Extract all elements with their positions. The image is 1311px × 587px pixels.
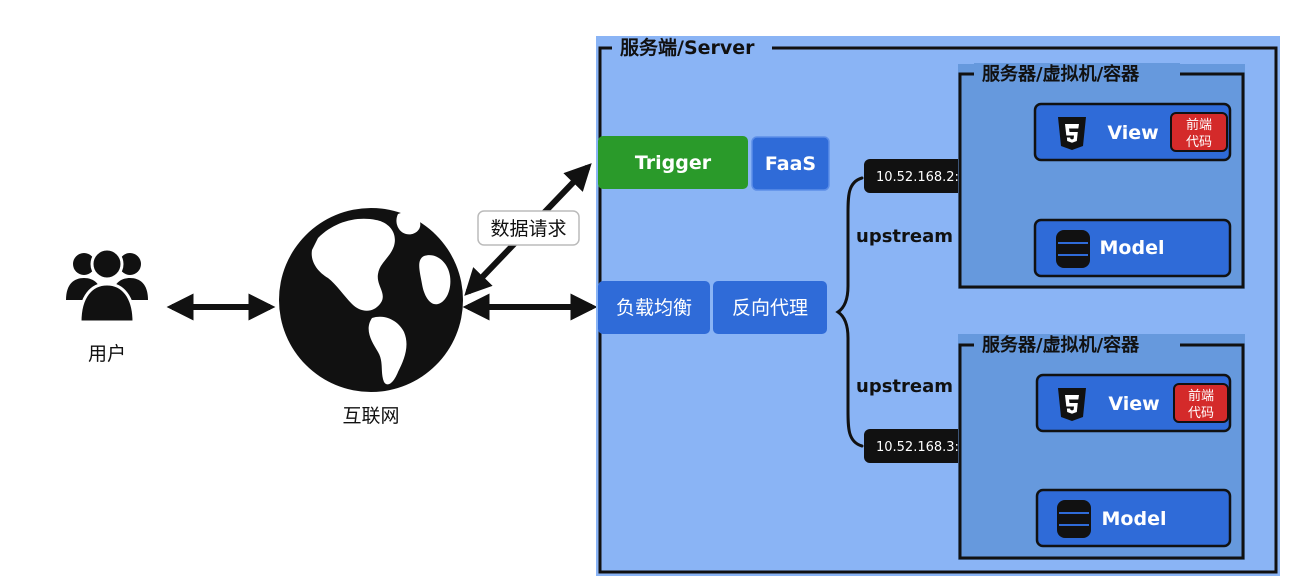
machine-1-frontend-badge xyxy=(1170,112,1228,152)
machine-2-badge-line2: 代码 xyxy=(1188,406,1214,421)
machine-2: 服务器/虚拟机/容器 View 前端 代码 Model xyxy=(958,334,1245,560)
globe-icon xyxy=(279,208,463,392)
trigger-box xyxy=(598,136,748,189)
machine-1-view-label: View xyxy=(1107,122,1158,144)
faas-box xyxy=(751,136,830,191)
reverse-proxy-label: 反向代理 xyxy=(732,297,808,319)
machine-2-view-label: View xyxy=(1108,393,1159,415)
machine-1-badge-line1: 前端 xyxy=(1186,117,1212,133)
load-balancer-label: 负载均衡 xyxy=(616,297,692,319)
machine-1-model-label: Model xyxy=(1100,237,1165,259)
trigger-label: Trigger xyxy=(635,152,712,174)
user-label: 用户 xyxy=(88,343,126,365)
data-request-label: 数据请求 xyxy=(490,218,566,240)
machine-2-title: 服务器/虚拟机/容器 xyxy=(982,334,1140,356)
database-icon xyxy=(1057,500,1091,538)
machine-2-frontend-badge xyxy=(1173,383,1229,423)
upstream-label-1: upstream xyxy=(856,226,953,247)
load-balancer-box xyxy=(598,281,710,334)
machine-1: 服务器/虚拟机/容器 View 前端 代码 Model xyxy=(958,63,1245,289)
data-request-tag: 数据请求 xyxy=(477,210,580,246)
machine-2-model-label: Model xyxy=(1102,508,1167,530)
faas-label: FaaS xyxy=(765,153,816,175)
machine-1-badge-line2: 代码 xyxy=(1186,135,1212,150)
machine-2-badge-line1: 前端 xyxy=(1188,388,1214,404)
users-icon xyxy=(66,247,148,324)
server-title: 服务端/Server xyxy=(620,36,755,59)
machine-1-title: 服务器/虚拟机/容器 xyxy=(982,63,1140,85)
upstream-brace xyxy=(835,176,864,448)
html5-icon xyxy=(1058,117,1086,150)
database-icon xyxy=(1056,230,1090,268)
reverse-proxy-box xyxy=(713,281,827,334)
html5-icon xyxy=(1058,388,1086,421)
upstream-label-2: upstream xyxy=(856,376,953,397)
internet-label: 互联网 xyxy=(342,405,399,427)
